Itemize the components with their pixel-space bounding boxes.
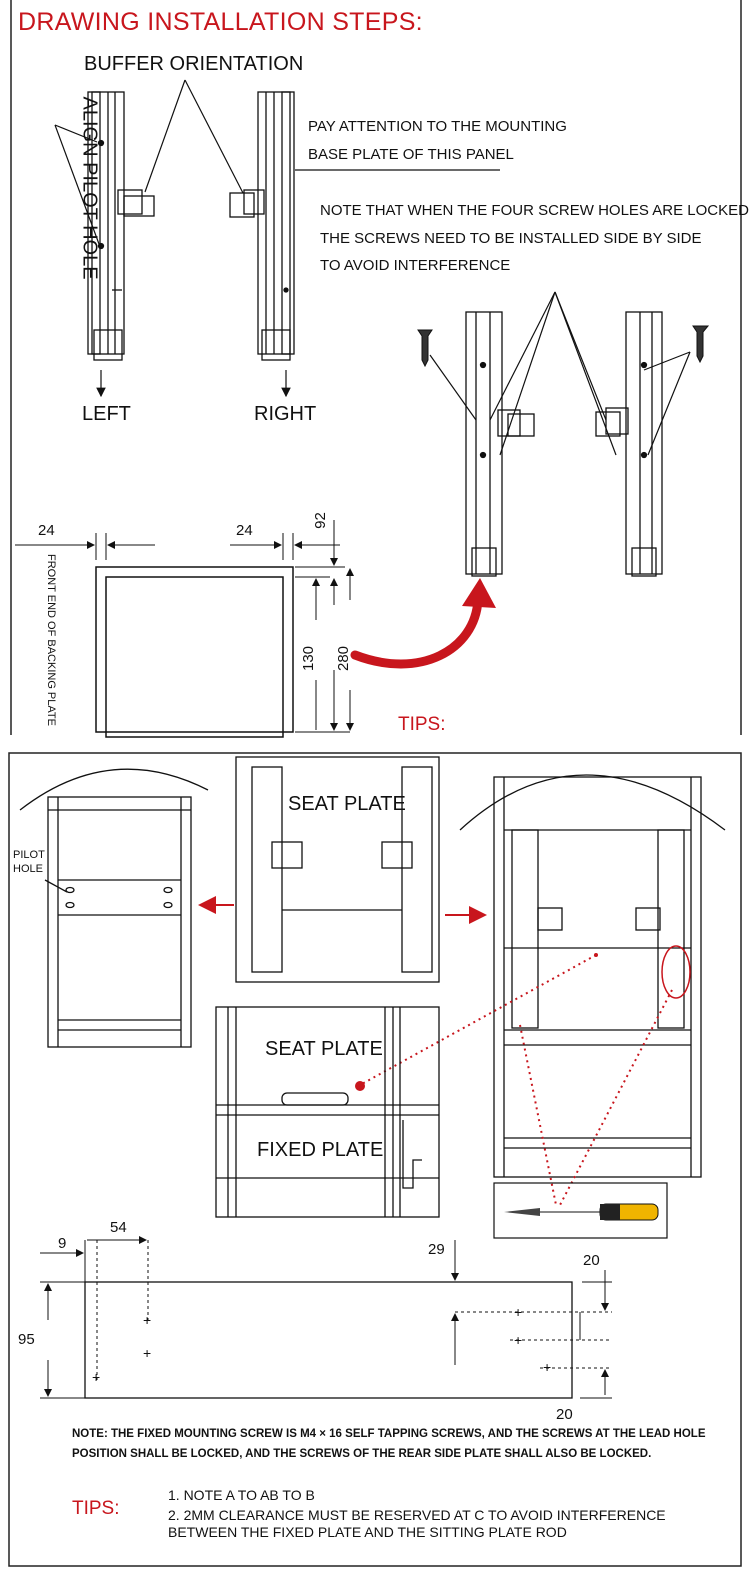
dim-95: 95 bbox=[18, 1331, 35, 1348]
screw-note-line3: TO AVOID INTERFERENCE bbox=[320, 257, 511, 274]
seat-plate-top-label: SEAT PLATE bbox=[288, 793, 406, 815]
backing-plate bbox=[95, 566, 294, 738]
right-cabinet bbox=[459, 774, 726, 1178]
dim-20-bottom: 20 bbox=[556, 1406, 573, 1423]
mounting-note-line2: BASE PLATE OF THIS PANEL bbox=[308, 146, 514, 163]
screw-icon-right bbox=[692, 325, 710, 364]
screw-rails-pair bbox=[465, 311, 663, 577]
tip-1: 1. NOTE A TO AB TO B bbox=[168, 1487, 315, 1503]
right-label: RIGHT bbox=[254, 403, 317, 425]
left-cabinet bbox=[19, 768, 209, 1048]
top-tips-label: TIPS: bbox=[398, 714, 446, 735]
dim-9: 9 bbox=[58, 1235, 67, 1252]
bottom-panel-frame bbox=[8, 752, 742, 1567]
screw-note-line2: THE SCREWS NEED TO BE INSTALLED SIDE BY … bbox=[320, 230, 702, 247]
dim-130: 130 bbox=[300, 645, 318, 672]
plus-mark: + bbox=[543, 1359, 551, 1375]
red-dotted-guides bbox=[359, 954, 673, 1206]
screwdriver-box bbox=[493, 1182, 668, 1239]
plus-mark: + bbox=[92, 1369, 100, 1385]
page-title: DRAWING INSTALLATION STEPS: bbox=[18, 8, 423, 36]
seat-plate-box bbox=[235, 756, 440, 983]
dim-280: 280 bbox=[335, 645, 353, 672]
mounting-note-line1: PAY ATTENTION TO THE MOUNTING bbox=[308, 118, 567, 135]
left-slide-rail bbox=[87, 91, 155, 361]
red-curved-arrow bbox=[350, 595, 483, 669]
plus-mark: + bbox=[143, 1312, 151, 1328]
plus-mark: + bbox=[514, 1304, 522, 1320]
dim-24-right: 24 bbox=[236, 522, 253, 539]
fixed-plate-label: FIXED PLATE bbox=[257, 1139, 384, 1161]
dim-54: 54 bbox=[110, 1219, 127, 1236]
pilot-hole-label: PILOT HOLE bbox=[13, 849, 45, 875]
mounting-plate bbox=[84, 1281, 573, 1399]
seat-fixed-plate-detail bbox=[215, 1006, 440, 1218]
bottom-tips-label: TIPS: bbox=[72, 1498, 120, 1519]
screw-icon-left bbox=[417, 329, 433, 368]
screw-note-line1: NOTE THAT WHEN THE FOUR SCREW HOLES ARE … bbox=[320, 202, 750, 219]
left-label: LEFT bbox=[82, 403, 131, 425]
dim-92: 92 bbox=[311, 512, 329, 529]
dim-24-left: 24 bbox=[38, 522, 55, 539]
buffer-orientation-label: BUFFER ORIENTATION bbox=[84, 53, 304, 75]
plus-mark: + bbox=[143, 1345, 151, 1361]
highlight-circle bbox=[661, 945, 691, 999]
right-slide-rail bbox=[229, 91, 295, 361]
seat-plate-mid-label: SEAT PLATE bbox=[265, 1038, 383, 1060]
plus-mark: + bbox=[514, 1332, 522, 1348]
tip-2: 2. 2MM CLEARANCE MUST BE RESERVED AT C T… bbox=[168, 1507, 666, 1540]
dim-29: 29 bbox=[428, 1241, 445, 1258]
dim-20-top: 20 bbox=[583, 1252, 600, 1269]
align-pilot-hole-label: ALIGN PILOT HOLE bbox=[78, 96, 101, 280]
fixing-screw-note: NOTE: THE FIXED MOUNTING SCREW IS M4 × 1… bbox=[72, 1428, 706, 1460]
front-end-label: FRONT END OF BACKING PLATE bbox=[45, 554, 57, 726]
